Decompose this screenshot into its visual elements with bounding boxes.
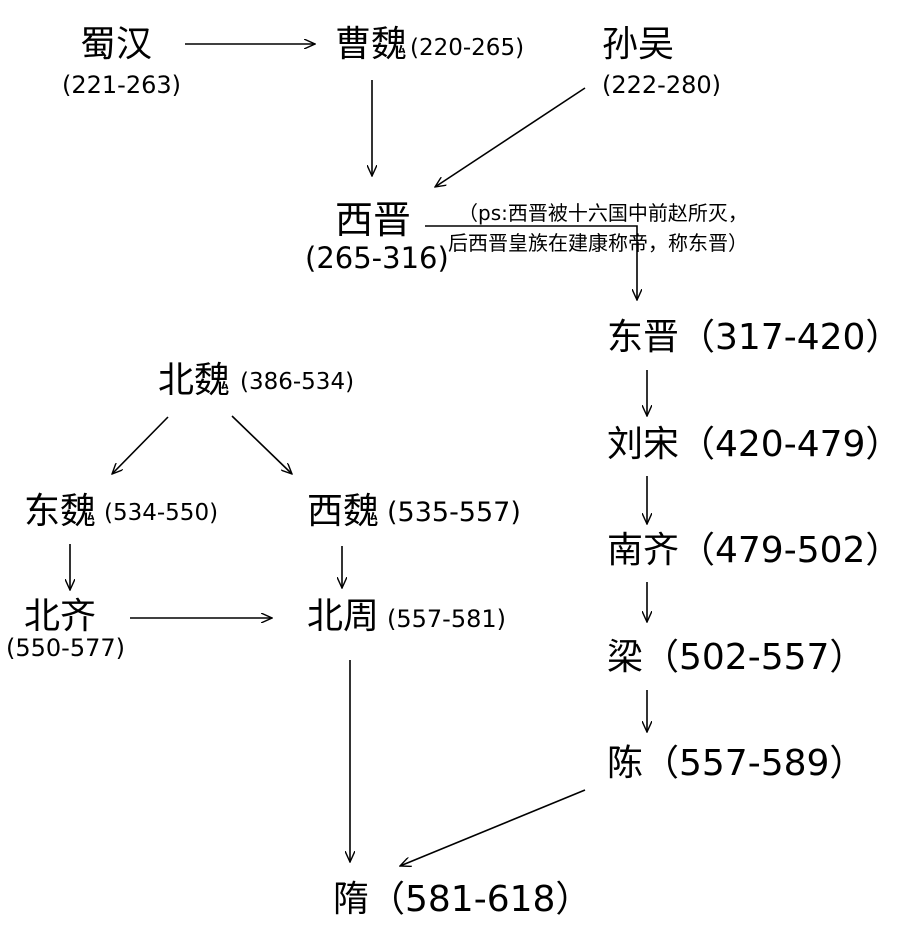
node-beizhou-years: (557-581) — [387, 605, 507, 633]
node-beiqi-years: (550-577) — [6, 634, 126, 662]
arrow-beiwei-xiwei — [231, 415, 292, 474]
note-line1: （ps:西晋被十六国中前赵所灭， — [458, 201, 748, 225]
node-liusong: 刘宋（420-479） — [607, 424, 900, 465]
arrow-chen-sui — [400, 789, 586, 866]
node-liang: 梁（502-557） — [607, 637, 866, 678]
node-xijin-years: (265-316) — [305, 241, 449, 275]
node-nanqi: 南齐（479-502） — [607, 530, 900, 571]
node-shuhan: 蜀汉 — [80, 24, 153, 65]
node-chen: 陈（557-589） — [607, 743, 866, 784]
node-dongwei-years: (534-550) — [104, 500, 219, 526]
node-dongjin: 东晋（317-420） — [607, 317, 900, 358]
node-xiwei-years: (535-557) — [387, 497, 521, 528]
node-beiqi: 北齐 — [24, 596, 97, 637]
node-beiwei: 北魏 — [158, 360, 231, 401]
node-sunwu: 孙吴 — [602, 24, 675, 65]
node-xijin: 西晋 — [335, 198, 412, 242]
note-line2: 后西晋皇族在建康称帝，称东晋） — [448, 231, 748, 255]
arrow-xijin-dongjin — [425, 225, 637, 300]
arrow-sunwu-xijin — [435, 87, 586, 187]
node-sui: 隋（581-618） — [333, 879, 592, 920]
node-shuhan-years: (221-263) — [62, 71, 182, 99]
node-beizhou: 北周 — [307, 596, 380, 637]
node-beiwei-years: (386-534) — [240, 369, 355, 395]
arrow-beiwei-dongwei — [112, 416, 169, 474]
node-caowei-years: (220-265) — [410, 35, 525, 61]
node-dongwei: 东魏 — [24, 491, 97, 532]
node-caowei: 曹魏 — [335, 24, 408, 65]
node-sunwu-years: (222-280) — [602, 71, 722, 99]
node-xiwei: 西魏 — [307, 491, 380, 532]
